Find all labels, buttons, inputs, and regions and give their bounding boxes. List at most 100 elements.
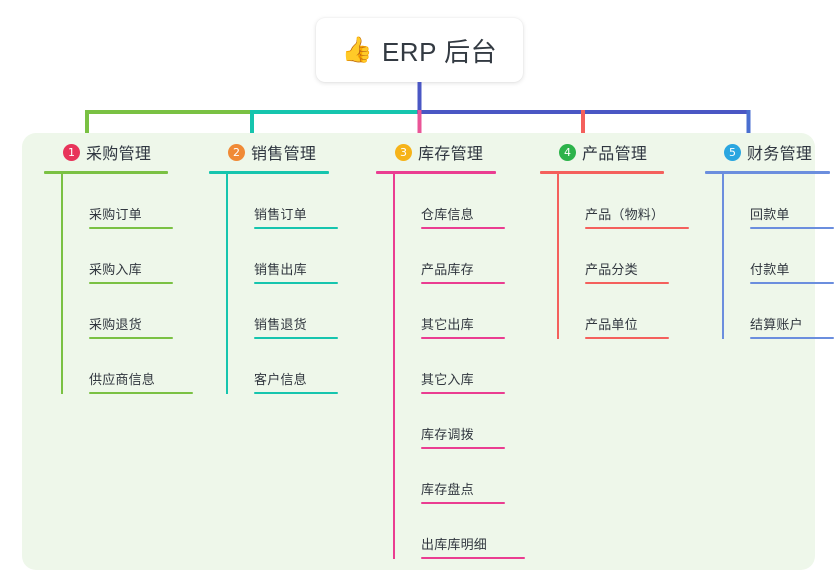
branch-item[interactable]: 付款单 xyxy=(722,229,839,284)
branch-item[interactable]: 产品（物料） xyxy=(557,174,699,229)
branch-item-label: 其它出库 xyxy=(421,317,474,332)
branch-item[interactable]: 产品分类 xyxy=(557,229,699,284)
branch-item[interactable]: 销售订单 xyxy=(226,174,368,229)
branch-item[interactable]: 回款单 xyxy=(722,174,839,229)
branch-title: 产品管理 xyxy=(582,146,648,163)
branch-item-rule xyxy=(585,227,689,229)
branch-item-rule xyxy=(254,282,338,284)
branch-item-label: 供应商信息 xyxy=(89,372,156,387)
branch-item-label: 出库库明细 xyxy=(421,537,488,552)
branch-item-rule xyxy=(421,502,505,504)
branch-item-rule xyxy=(421,447,505,449)
branch-item[interactable]: 仓库信息 xyxy=(393,174,535,229)
branch-item-rule xyxy=(89,282,173,284)
branch-item[interactable]: 产品单位 xyxy=(557,284,699,339)
branch-spine xyxy=(226,174,228,394)
branch-spine xyxy=(722,174,724,339)
branch-item-label: 采购订单 xyxy=(89,207,142,222)
branch-item-rule xyxy=(585,282,669,284)
branch-item-label: 采购入库 xyxy=(89,262,142,277)
branch-column-3: 3 库存管理仓库信息产品库存其它出库其它入库库存调拨库存盘点出库库明细 xyxy=(375,133,535,559)
branch-item[interactable]: 客户信息 xyxy=(226,339,368,394)
thumbs-up-icon: 👍 xyxy=(341,35,373,64)
branch-item-list: 采购订单采购入库采购退货供应商信息 xyxy=(61,174,203,394)
branch-item-label: 付款单 xyxy=(750,262,790,277)
branch-column-1: 1 采购管理采购订单采购入库采购退货供应商信息 xyxy=(43,133,203,394)
branch-item-list: 仓库信息产品库存其它出库其它入库库存调拨库存盘点出库库明细 xyxy=(393,174,535,559)
branch-header-rule xyxy=(540,171,664,174)
branch-item[interactable]: 出库库明细 xyxy=(393,504,535,559)
branch-item-label: 仓库信息 xyxy=(421,207,474,222)
branch-item-rule xyxy=(89,337,173,339)
branch-item[interactable]: 库存盘点 xyxy=(393,449,535,504)
branch-item-rule xyxy=(750,227,834,229)
branch-item[interactable]: 产品库存 xyxy=(393,229,535,284)
branch-item-rule xyxy=(421,282,505,284)
branch-item-label: 回款单 xyxy=(750,207,790,222)
branch-spine xyxy=(393,174,395,559)
branch-item-label: 销售退货 xyxy=(254,317,307,332)
branch-header-4[interactable]: 4 产品管理 xyxy=(539,133,699,171)
branch-number-badge: 1 xyxy=(63,143,80,161)
branch-item[interactable]: 结算账户 xyxy=(722,284,839,339)
branch-item[interactable]: 采购订单 xyxy=(61,174,203,229)
root-node-label: ERP 后台 xyxy=(381,36,498,67)
branch-header-rule xyxy=(705,171,830,174)
branch-item-rule xyxy=(89,392,193,394)
branch-item-label: 客户信息 xyxy=(254,372,307,387)
branch-item-rule xyxy=(585,337,669,339)
branch-item[interactable]: 销售退货 xyxy=(226,284,368,339)
branch-item-label: 产品分类 xyxy=(585,262,638,277)
branch-item-label: 库存盘点 xyxy=(421,482,474,497)
branch-item-rule xyxy=(254,227,338,229)
branch-item-rule xyxy=(254,337,338,339)
branch-column-4: 4 产品管理产品（物料） 产品分类产品单位 xyxy=(539,133,699,339)
branch-columns: 1 采购管理采购订单采购入库采购退货供应商信息 2 销售管理销售订单销售出库销售退货客… xyxy=(22,133,834,570)
branch-item[interactable]: 供应商信息 xyxy=(61,339,203,394)
branch-item[interactable]: 销售出库 xyxy=(226,229,368,284)
branch-item-rule xyxy=(421,392,505,394)
branch-item[interactable]: 其它出库 xyxy=(393,284,535,339)
branch-title: 库存管理 xyxy=(418,146,484,163)
branch-item-label: 产品（物料） xyxy=(585,207,665,222)
branch-item[interactable]: 采购退货 xyxy=(61,284,203,339)
branch-number-badge: 3 xyxy=(395,143,412,161)
branch-item-label: 采购退货 xyxy=(89,317,142,332)
branch-title: 销售管理 xyxy=(251,146,317,163)
branch-item-rule xyxy=(750,337,834,339)
branch-header-rule xyxy=(44,171,168,174)
branch-panel-background xyxy=(22,133,815,570)
branch-item-rule xyxy=(421,337,505,339)
branch-header-3[interactable]: 3 库存管理 xyxy=(375,133,535,171)
branch-item-list: 产品（物料） 产品分类产品单位 xyxy=(557,174,699,339)
branch-item-list: 回款单付款单结算账户 xyxy=(722,174,839,339)
branch-header-rule xyxy=(209,171,329,174)
branch-item-rule xyxy=(421,227,505,229)
branch-item-label: 产品库存 xyxy=(421,262,474,277)
branch-spine xyxy=(61,174,63,394)
branch-item-rule xyxy=(421,557,525,559)
branch-item-rule xyxy=(89,227,173,229)
branch-item-list: 销售订单销售出库销售退货客户信息 xyxy=(226,174,368,394)
branch-number-badge: 5 xyxy=(724,143,741,161)
root-node[interactable]: 👍 ERP 后台 xyxy=(316,18,523,82)
branch-item[interactable]: 其它入库 xyxy=(393,339,535,394)
branch-title: 采购管理 xyxy=(86,146,152,163)
branch-item-label: 销售订单 xyxy=(254,207,307,222)
branch-header-2[interactable]: 2 销售管理 xyxy=(208,133,368,171)
branch-item-label: 结算账户 xyxy=(750,317,803,332)
branch-column-2: 2 销售管理销售订单销售出库销售退货客户信息 xyxy=(208,133,368,394)
branch-number-badge: 2 xyxy=(228,143,245,161)
branch-item-label: 库存调拨 xyxy=(421,427,474,442)
branch-item[interactable]: 采购入库 xyxy=(61,229,203,284)
branch-item-label: 销售出库 xyxy=(254,262,307,277)
branch-header-rule xyxy=(376,171,496,174)
branch-item[interactable]: 库存调拨 xyxy=(393,394,535,449)
branch-number-badge: 4 xyxy=(559,143,576,161)
branch-header-1[interactable]: 1 采购管理 xyxy=(43,133,203,171)
branch-item-label: 产品单位 xyxy=(585,317,638,332)
branch-item-rule xyxy=(750,282,834,284)
